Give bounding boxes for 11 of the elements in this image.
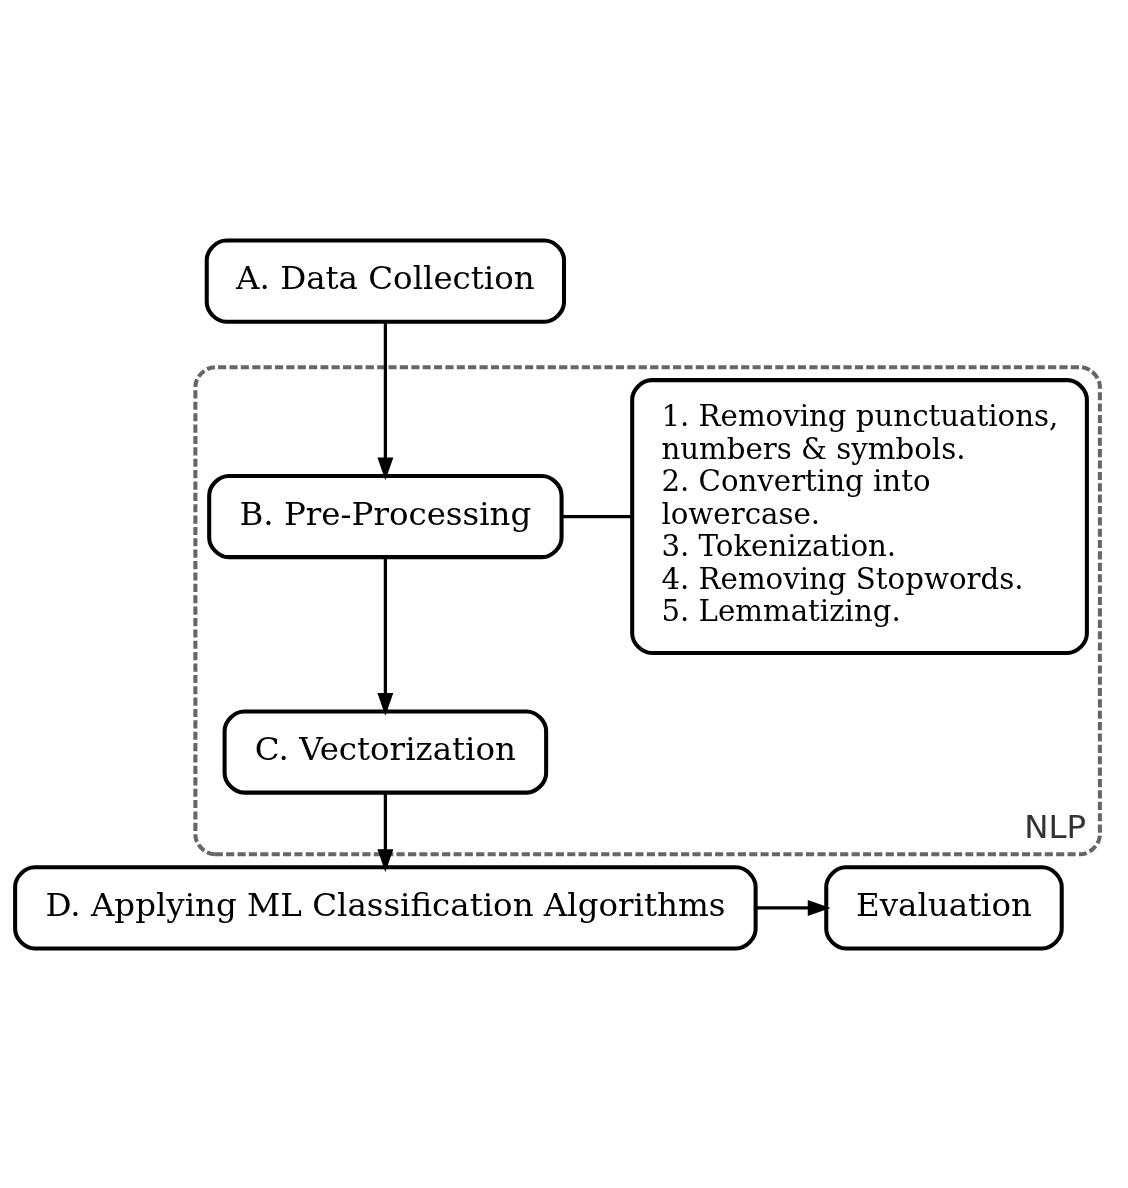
arrow xyxy=(377,321,394,480)
arrow xyxy=(377,792,394,872)
connector xyxy=(561,514,633,518)
node-box: D. Applying ML Classification Algorithms xyxy=(13,864,758,951)
arrow xyxy=(377,557,394,716)
node-box: A. Data Collection xyxy=(204,237,567,324)
node-box: B. Pre-Processing xyxy=(207,473,564,559)
node-box: C. Vectorization xyxy=(222,708,549,795)
node-box: Evaluation xyxy=(824,864,1064,951)
arrow xyxy=(755,899,831,916)
node-box: 1. Removing punctuations, numbers & symbols. 2. Converting into lowercase. 3. Tokenization. 4. Removing Stopwords. 5. Lemmatizing. xyxy=(630,377,1089,655)
